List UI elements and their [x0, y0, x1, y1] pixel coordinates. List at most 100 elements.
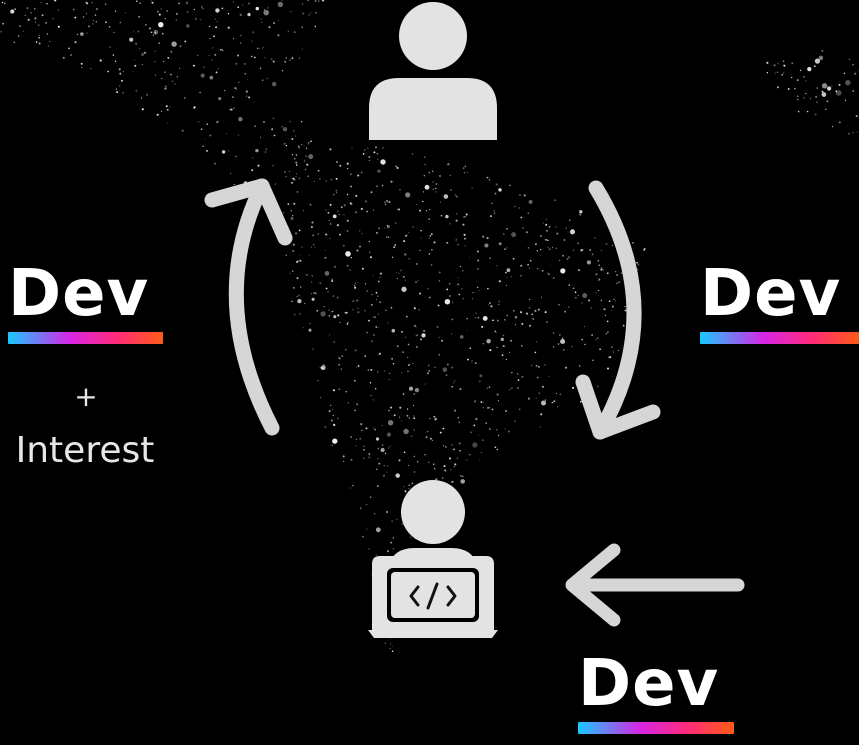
city-light: [407, 364, 410, 366]
city-light: [571, 346, 573, 348]
city-light: [226, 133, 228, 135]
city-light: [346, 193, 349, 196]
city-light: [76, 33, 79, 36]
city-light: [451, 385, 453, 388]
city-light: [643, 247, 646, 251]
city-light: [295, 161, 298, 164]
city-light: [486, 237, 489, 240]
city-light: [310, 140, 312, 143]
city-light: [404, 234, 407, 237]
city-light: [466, 329, 468, 332]
city-light: [85, 12, 88, 14]
city-light: [324, 426, 327, 428]
city-light: [852, 90, 854, 92]
city-light: [138, 47, 141, 50]
city-light: [520, 274, 522, 277]
city-light: [481, 325, 484, 328]
city-light: [776, 86, 780, 89]
city-light: [209, 134, 212, 137]
city-light: [402, 393, 405, 395]
city-light: [373, 427, 375, 429]
city-light: [547, 239, 549, 242]
city-light: [540, 413, 543, 416]
city-light: [248, 2, 250, 5]
city-light: [291, 138, 294, 140]
city-light: [615, 271, 617, 273]
city-light: [186, 24, 190, 28]
city-light: [529, 298, 531, 300]
city-light: [392, 363, 395, 365]
city-light: [541, 296, 543, 298]
city-light: [374, 513, 376, 515]
city-light: [261, 21, 263, 23]
city-light: [379, 301, 382, 304]
city-light: [384, 201, 386, 203]
city-light: [45, 22, 47, 24]
city-light: [228, 150, 230, 152]
city-light: [372, 274, 374, 276]
city-light: [361, 429, 363, 431]
city-light: [432, 188, 434, 190]
city-light: [552, 346, 555, 348]
city-light: [560, 338, 566, 345]
city-light: [221, 49, 224, 52]
city-light: [214, 53, 217, 56]
city-light: [57, 9, 59, 11]
city-light: [349, 269, 351, 271]
city-light: [272, 164, 274, 167]
city-light: [332, 193, 335, 196]
city-light: [272, 60, 275, 63]
city-light: [209, 75, 214, 80]
city-light: [396, 166, 399, 170]
city-light: [452, 382, 454, 384]
city-light: [313, 292, 315, 294]
city-light: [275, 183, 277, 185]
city-light: [473, 424, 476, 427]
city-light: [418, 308, 421, 311]
city-light: [355, 438, 358, 441]
city-light: [375, 388, 377, 390]
city-light: [273, 22, 276, 25]
city-light: [377, 326, 379, 329]
city-light: [246, 95, 248, 97]
city-light: [480, 401, 483, 403]
city-light: [456, 213, 458, 215]
city-light: [389, 648, 391, 650]
city-light: [381, 424, 383, 426]
city-light: [345, 251, 351, 257]
city-light: [346, 219, 349, 222]
city-light: [387, 419, 394, 426]
city-light: [403, 428, 409, 435]
city-light: [454, 380, 456, 382]
city-light: [375, 527, 381, 533]
city-light: [364, 200, 367, 203]
city-light: [176, 76, 179, 78]
city-light: [531, 313, 534, 316]
city-light: [511, 232, 517, 238]
city-light: [80, 62, 83, 65]
city-light: [296, 191, 299, 193]
city-light: [376, 485, 379, 487]
city-light: [340, 368, 343, 370]
city-light: [361, 232, 363, 235]
city-light: [336, 296, 339, 299]
city-light: [336, 192, 338, 194]
city-light: [333, 265, 337, 268]
city-light: [782, 60, 785, 62]
city-light: [353, 284, 356, 287]
city-light: [425, 436, 428, 439]
city-light: [505, 410, 507, 412]
city-light: [331, 280, 334, 282]
city-light: [577, 242, 579, 245]
city-light: [154, 32, 157, 34]
city-light: [378, 462, 381, 465]
city-light: [314, 0, 317, 2]
city-light: [386, 511, 388, 513]
city-light: [232, 96, 234, 98]
city-light: [330, 179, 332, 181]
city-light: [272, 117, 275, 120]
city-light: [444, 469, 447, 472]
city-light: [215, 8, 220, 13]
city-light: [416, 334, 418, 336]
city-light: [843, 72, 846, 75]
